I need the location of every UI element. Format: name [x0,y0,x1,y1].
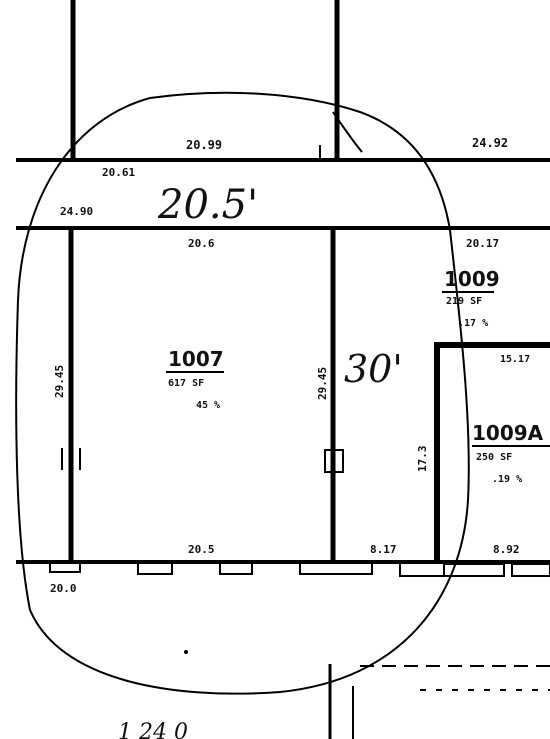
dim-room-top-wall: 20.6 [188,237,215,250]
room-1009-percent: .17 % [458,318,488,329]
dim-room-right-side: 29.45 [316,367,329,400]
dim-room-bottom-wall: 20.5 [188,543,215,556]
handwritten-bottom-scrawl: 1 24 0 [118,720,188,739]
room-1007-area: 617 SF [168,378,204,389]
dim-top-right-wall: 24.92 [472,136,508,150]
dim-room-left-side: 29.45 [53,365,66,398]
room-1009a-percent: .19 % [492,474,522,485]
dim-1009a-side: 17.3 [416,446,429,473]
hand-drawn-outline [15,91,470,695]
room-1007-percent: 45 % [196,400,220,411]
handwritten-depth-note: 30' [344,347,403,391]
dim-bottom-mid: 8.17 [370,543,397,556]
room-1009a-number: 1009A [472,421,544,445]
room-1009-area: 219 SF [446,296,482,307]
dim-1009a-top: 15.17 [500,354,530,365]
handwritten-width-note: 20.5' [157,182,258,228]
door-mark-mid [324,449,344,473]
room-1009a-area: 250 SF [476,452,512,463]
dim-corridor-left-side: 24.90 [60,205,93,218]
dim-room-right-top: 20.17 [466,237,499,250]
room-1007-number: 1007 [168,347,224,371]
room-1009a-walls [434,342,550,562]
room-1009-number: 1009 [444,267,500,291]
dim-top-left-wall: 20.99 [186,138,222,152]
dim-bottom-left-corner: 20.0 [50,582,77,595]
dim-top-corridor-left: 20.61 [102,166,135,179]
dim-bottom-right: 8.92 [493,543,520,556]
bottom-window-strip [49,561,550,577]
door-swing-top [319,111,363,160]
stray-mark [184,650,188,654]
